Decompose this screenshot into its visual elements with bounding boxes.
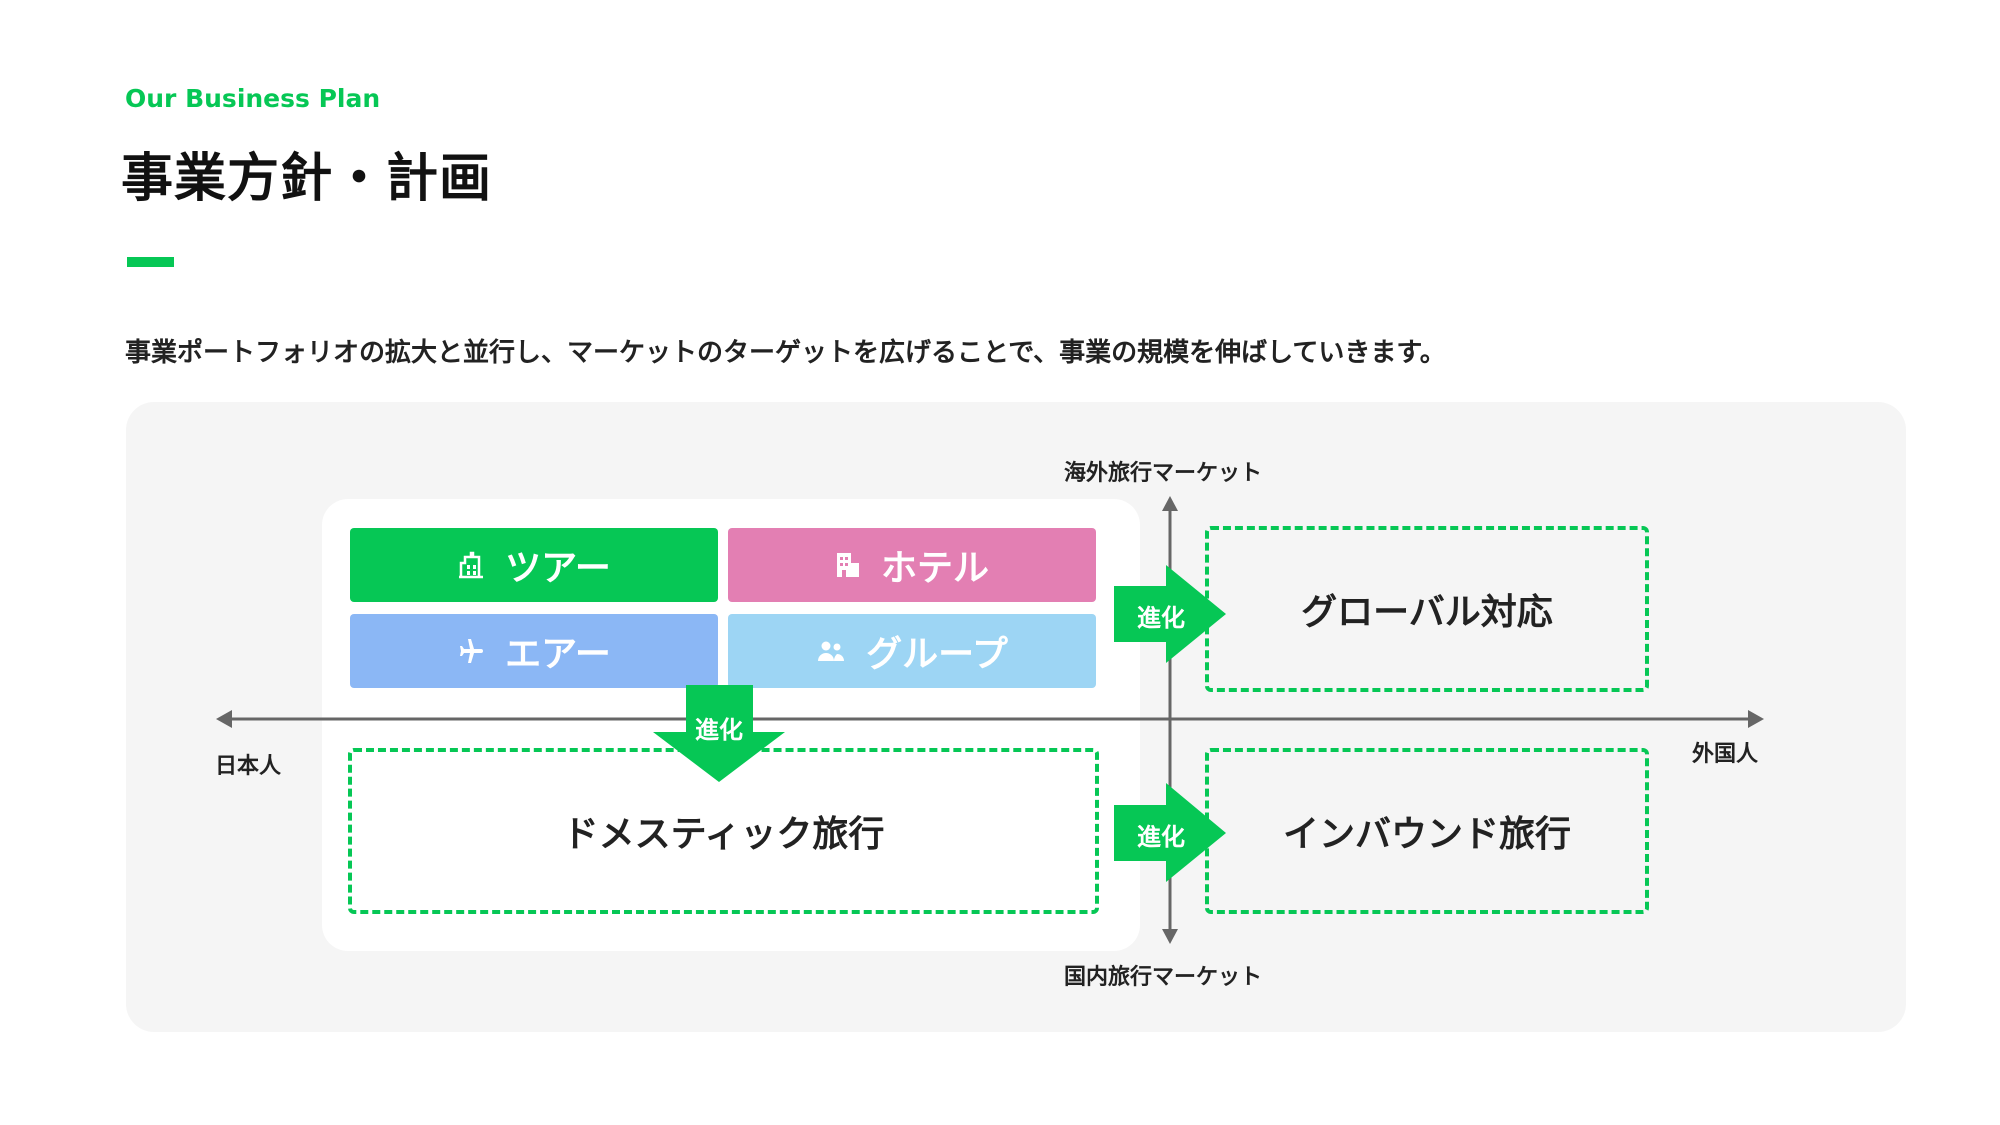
- tile-tour: ツアー: [350, 528, 718, 602]
- tile-group-label: グループ: [866, 634, 1008, 675]
- axis-label-left: 日本人: [215, 754, 282, 779]
- tile-group: グループ: [728, 614, 1096, 688]
- horizontal-axis: [216, 710, 1764, 728]
- lead-text: 事業ポートフォリオの拡大と並行し、マーケットのターゲットを広げることで、事業の規…: [125, 338, 1446, 368]
- evolve-arrow-down: [653, 685, 785, 782]
- tile-air: エアー: [350, 614, 718, 688]
- group-icon: [816, 639, 846, 663]
- axis-label-right: 外国人: [1692, 742, 1759, 767]
- tile-hotel-label: ホテル: [880, 548, 989, 589]
- target-domestic-label: ドメスティック旅行: [562, 814, 885, 855]
- title-accent-bar: [127, 257, 174, 267]
- airplane-icon: [457, 637, 485, 665]
- evolve-label-right-bottom: 進化: [1137, 823, 1185, 851]
- evolve-label-right-top: 進化: [1137, 604, 1185, 632]
- axis-label-top: 海外旅行マーケット: [1064, 461, 1263, 486]
- evolve-arrow-right-top: [1114, 565, 1226, 663]
- building-icon: [457, 551, 485, 579]
- evolve-label-down: 進化: [695, 716, 743, 744]
- hotel-icon: [835, 551, 861, 579]
- evolve-arrow-right-bottom: [1114, 783, 1226, 882]
- tile-air-label: エアー: [505, 634, 611, 675]
- tile-hotel: ホテル: [728, 528, 1096, 602]
- eyebrow: Our Business Plan: [125, 84, 381, 113]
- page-title: 事業方針・計画: [121, 149, 493, 209]
- target-inbound: インバウンド旅行: [1205, 748, 1649, 914]
- tile-tour-label: ツアー: [505, 548, 611, 589]
- target-global-label: グローバル対応: [1301, 592, 1553, 633]
- target-inbound-label: インバウンド旅行: [1282, 814, 1571, 855]
- axis-label-bottom: 国内旅行マーケット: [1064, 965, 1263, 990]
